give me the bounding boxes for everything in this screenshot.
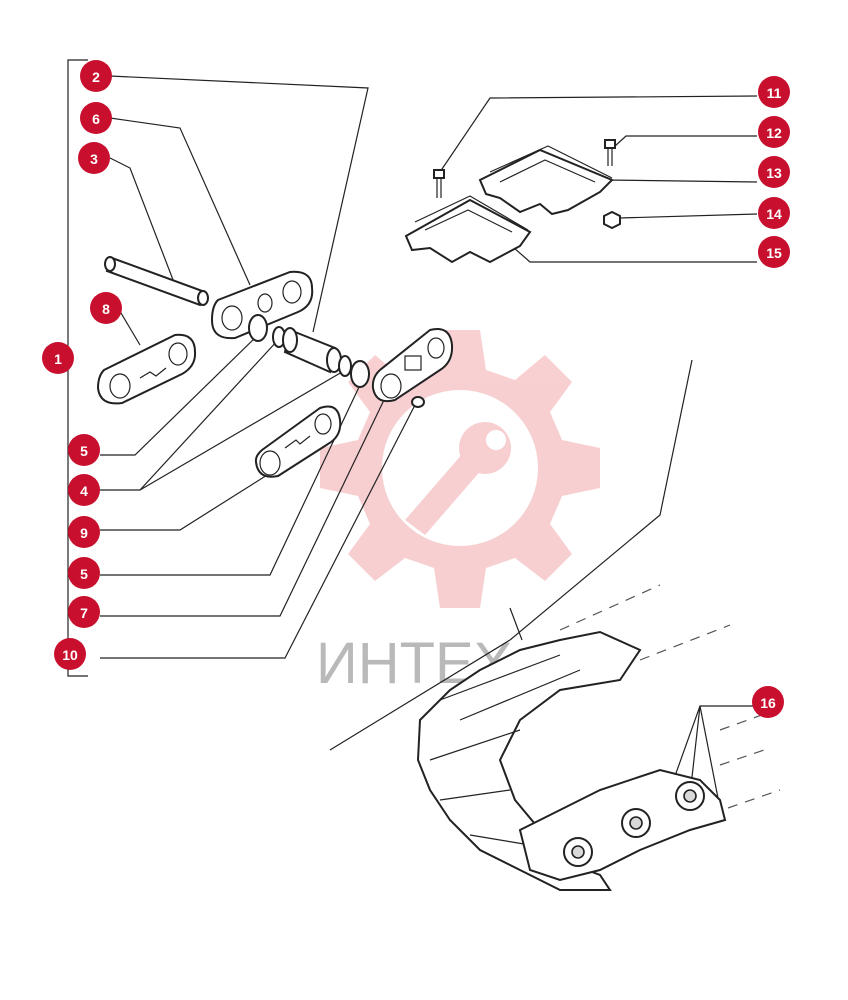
callout-label: 5	[80, 443, 88, 459]
leader-4b	[139, 371, 343, 491]
part-link-6	[210, 270, 314, 340]
callout-label: 2	[92, 69, 100, 85]
callout-c8[interactable]: 8	[90, 292, 122, 324]
callout-circle	[68, 516, 100, 548]
leader-8	[117, 307, 141, 346]
leader-14	[619, 213, 758, 219]
leader-detail-c	[509, 607, 523, 641]
leader-5a	[100, 334, 259, 456]
callout-label: 13	[766, 165, 782, 181]
leader-7	[100, 399, 385, 617]
leader-12	[614, 135, 757, 147]
part-link-8	[96, 333, 197, 405]
leader-3	[109, 157, 176, 286]
callout-circle	[68, 474, 100, 506]
callout-label: 4	[80, 483, 88, 499]
callout-label: 1	[54, 351, 62, 367]
callout-circle	[752, 686, 784, 718]
bolt-11	[433, 169, 445, 198]
callout-c1[interactable]: 1	[42, 342, 74, 374]
callout-c10[interactable]: 10	[54, 638, 86, 670]
callout-label: 7	[80, 605, 88, 621]
callout-circle	[758, 197, 790, 229]
leader-lines	[100, 75, 758, 799]
leader-2	[109, 75, 369, 333]
part-plug	[411, 396, 425, 408]
leader-9	[100, 464, 284, 531]
callout-circle	[758, 116, 790, 148]
callout-label: 3	[90, 151, 98, 167]
part-pin	[104, 256, 209, 307]
callout-c5a[interactable]: 5	[68, 434, 100, 466]
callout-circle	[78, 142, 110, 174]
callout-circle	[68, 434, 100, 466]
shoe-upper	[478, 145, 614, 216]
part-bushing	[282, 327, 342, 374]
part-seal-5b	[350, 360, 370, 388]
leader-10	[100, 402, 417, 659]
callout-circle	[80, 102, 112, 134]
callout-c2[interactable]: 2	[80, 60, 112, 92]
callout-c13[interactable]: 13	[758, 156, 790, 188]
nut-14	[603, 210, 621, 230]
callout-c11[interactable]: 11	[758, 76, 790, 108]
part-link-7	[371, 328, 454, 403]
bolt-12	[604, 139, 616, 166]
exploded-parts	[96, 256, 454, 478]
leader-detail-a	[509, 359, 693, 641]
callout-circle	[758, 76, 790, 108]
callout-circle	[758, 236, 790, 268]
callout-circle	[80, 60, 112, 92]
leader-13	[604, 179, 758, 183]
part-seal-5a	[248, 314, 268, 342]
callout-label: 12	[766, 125, 782, 141]
callout-c5b[interactable]: 5	[68, 557, 100, 589]
track-shoes	[404, 139, 621, 264]
callout-label: 11	[767, 85, 782, 101]
leader-15	[504, 239, 757, 263]
callout-circle	[68, 596, 100, 628]
callout-circle	[68, 557, 100, 589]
track-assembly	[416, 584, 781, 891]
callout-label: 8	[102, 301, 110, 317]
callout-label: 10	[62, 647, 78, 663]
callout-label: 5	[80, 566, 88, 582]
callout-label: 16	[760, 695, 776, 711]
callout-c14[interactable]: 14	[758, 197, 790, 229]
leader-6	[109, 117, 251, 286]
shoe-lower	[404, 195, 532, 264]
leader-5b	[100, 384, 361, 576]
callout-label: 14	[766, 206, 782, 222]
callout-label: 6	[92, 111, 100, 127]
watermark-wrench-notch	[486, 430, 506, 450]
callout-label: 9	[80, 525, 88, 541]
callout-c6[interactable]: 6	[80, 102, 112, 134]
leader-detail-b	[329, 639, 511, 751]
watermark-wrench-head	[459, 422, 511, 474]
leader-11	[439, 95, 758, 173]
callout-c7[interactable]: 7	[68, 596, 100, 628]
callout-label: 15	[766, 245, 782, 261]
leader-16c	[699, 705, 719, 799]
part-ring-4b	[338, 355, 352, 377]
callout-circle	[54, 638, 86, 670]
callout-c9[interactable]: 9	[68, 516, 100, 548]
callout-circle	[90, 292, 122, 324]
callout-c3[interactable]: 3	[78, 142, 110, 174]
callout-circle	[42, 342, 74, 374]
callout-c16[interactable]: 16	[752, 686, 784, 718]
callout-c4[interactable]: 4	[68, 474, 100, 506]
callout-c15[interactable]: 15	[758, 236, 790, 268]
callout-circle	[758, 156, 790, 188]
part-link-9	[254, 405, 342, 478]
callout-c12[interactable]: 12	[758, 116, 790, 148]
